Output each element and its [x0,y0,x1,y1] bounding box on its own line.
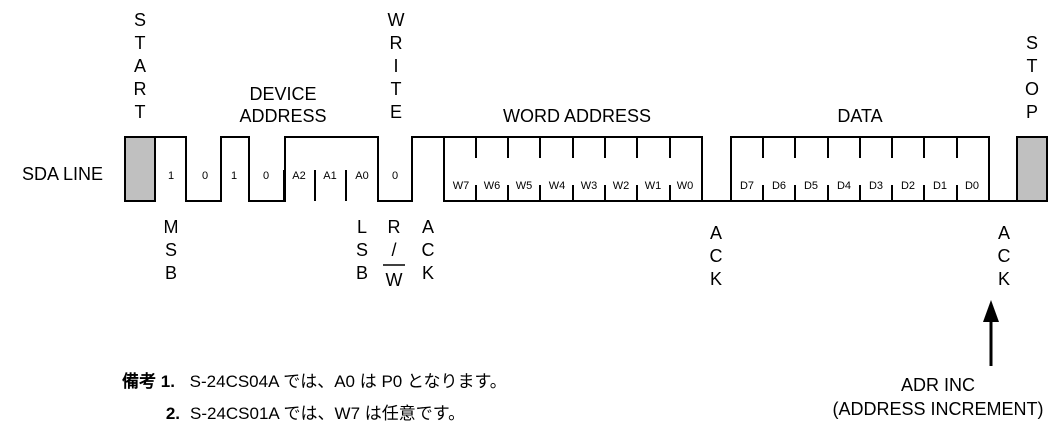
ack-label-3: A C K [998,223,1011,289]
write-label: W R I T E [388,10,405,122]
svg-text:O: O [1025,79,1039,99]
svg-text:I: I [393,56,398,76]
device-bit-dividers [283,170,379,201]
svg-text:S: S [165,240,177,260]
svg-text:D1: D1 [933,180,947,192]
svg-text:W: W [388,10,405,30]
svg-text:D3: D3 [869,180,883,192]
svg-text:D2: D2 [901,180,915,192]
svg-text:A: A [710,223,722,243]
svg-text:W2: W2 [613,180,630,192]
lsb-label: L S B [356,217,368,283]
adr-inc-full-label: (ADDRESS INCREMENT) [832,399,1043,419]
svg-text:R: R [388,217,401,237]
svg-text:R: R [134,79,147,99]
sda-line-label: SDA LINE [22,164,103,184]
rw-label: R / W [383,217,405,290]
svg-text:T: T [135,33,146,53]
data-bit-ticks [762,137,958,201]
svg-text:A: A [998,223,1010,243]
ack-label-2: A C K [710,223,723,289]
note-2-text: S-24CS01A では、W7 は任意です。 [190,404,466,423]
svg-text:K: K [710,269,722,289]
svg-text:P: P [1026,102,1038,122]
svg-text:W1: W1 [645,180,662,192]
svg-text:A: A [134,56,146,76]
device-address-label-1: DEVICE [249,84,316,104]
note-2-number: 2. [165,404,180,423]
svg-text:C: C [422,240,435,260]
svg-text:W3: W3 [581,180,598,192]
start-condition-box [124,136,156,202]
svg-text:D7: D7 [740,180,754,192]
msb-label: M S B [164,217,179,283]
svg-text:T: T [1027,56,1038,76]
word-address-label: WORD ADDRESS [503,106,651,126]
svg-text:L: L [357,217,367,237]
svg-text:/: / [391,240,396,260]
svg-text:D4: D4 [837,180,851,192]
svg-text:0: 0 [202,170,208,182]
note-1-number: 1. [160,372,175,391]
svg-text:T: T [391,79,402,99]
rw-bit: 0 [392,170,398,182]
svg-text:D0: D0 [965,180,979,192]
word-bits: W7 W6 W5 W4 W3 W2 W1 W0 [453,180,694,192]
svg-text:S: S [356,240,368,260]
svg-text:D6: D6 [772,180,786,192]
up-arrow-icon [983,300,999,366]
svg-text:M: M [164,217,179,237]
svg-text:A2: A2 [292,170,305,182]
stop-label: S T O P [1025,33,1039,122]
stop-condition-box [1016,136,1048,202]
note-1-text: S-24CS04A では、A0 は P0 となります。 [189,372,507,391]
svg-text:S: S [134,10,146,30]
svg-text:S: S [1026,33,1038,53]
svg-text:0: 0 [263,170,269,182]
svg-text:A: A [422,217,434,237]
svg-text:K: K [998,269,1010,289]
device-address-label-2: ADDRESS [239,106,326,126]
svg-text:C: C [710,246,723,266]
data-label: DATA [837,106,882,126]
svg-text:A0: A0 [355,170,368,182]
svg-text:B: B [356,263,368,283]
sda-waveform [155,136,444,202]
svg-text:W4: W4 [549,180,566,192]
svg-text:W: W [386,270,403,290]
svg-text:C: C [998,246,1011,266]
svg-text:B: B [165,263,177,283]
svg-text:R: R [390,33,403,53]
word-bit-ticks [475,137,671,201]
device-bits: 1 0 1 0 A2 A1 A0 [168,170,369,182]
svg-text:1: 1 [168,170,174,182]
svg-text:D5: D5 [804,180,818,192]
notes-label: 備考 [122,372,156,391]
svg-text:K: K [422,263,434,283]
adr-inc-label: ADR INC [901,375,975,395]
svg-text:W5: W5 [516,180,533,192]
note-1: 備考 1. S-24CS04A では、A0 は P0 となります。 [122,367,507,392]
svg-text:W7: W7 [453,180,470,192]
ack-label-1: A C K [422,217,435,283]
svg-text:W6: W6 [484,180,501,192]
note-2: 2. S-24CS01A では、W7 は任意です。 [122,399,465,424]
data-bits: D7 D6 D5 D4 D3 D2 D1 D0 [740,180,979,192]
svg-text:A1: A1 [323,170,336,182]
svg-text:E: E [390,102,402,122]
start-label: S T A R T [134,10,147,122]
svg-text:T: T [135,102,146,122]
svg-text:1: 1 [231,170,237,182]
svg-text:W0: W0 [677,180,694,192]
